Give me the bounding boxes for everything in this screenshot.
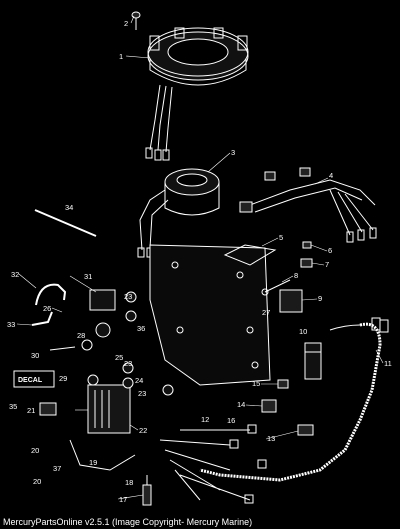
callout-22: 22 bbox=[139, 426, 147, 435]
stator-part bbox=[145, 27, 249, 161]
callout-11: 11 bbox=[384, 359, 392, 368]
callout-16: 16 bbox=[227, 416, 235, 425]
callout-30: 30 bbox=[31, 351, 39, 360]
plug-boot-part bbox=[31, 311, 53, 326]
sleeve-part bbox=[304, 342, 322, 380]
stud-part bbox=[261, 279, 291, 296]
callout-37: 37 bbox=[53, 464, 61, 473]
callout-12: 12 bbox=[201, 415, 209, 424]
grommets-part bbox=[87, 291, 174, 396]
callout-34: 34 bbox=[65, 203, 73, 212]
callout-36: 36 bbox=[137, 324, 145, 333]
terminal-block-part bbox=[261, 399, 277, 413]
tie-strap-part bbox=[34, 209, 97, 237]
lower-wires-part bbox=[159, 424, 267, 504]
callout-14: 14 bbox=[237, 400, 245, 409]
mounting-plate-part bbox=[149, 244, 277, 386]
callout-33: 33 bbox=[7, 320, 15, 329]
callout-23b: 23 bbox=[124, 359, 132, 368]
decal-part: DECAL bbox=[13, 370, 55, 388]
nut-part bbox=[302, 241, 312, 249]
rectifier-part bbox=[279, 289, 303, 313]
callout-27: 27 bbox=[262, 308, 270, 317]
bushing-part bbox=[300, 258, 313, 268]
callout-25: 25 bbox=[115, 353, 123, 362]
callout-labels: 1 2 3 4 5 6 7 8 9 10 11 12 13 14 15 16 1… bbox=[7, 19, 392, 504]
callout-24: 24 bbox=[135, 376, 143, 385]
callout-20b: 20 bbox=[33, 477, 41, 486]
callout-10: 10 bbox=[299, 327, 307, 336]
callout-4: 4 bbox=[329, 171, 333, 180]
callout-23c: 23 bbox=[138, 389, 146, 398]
harness-part bbox=[239, 167, 377, 243]
switch-box-part bbox=[87, 384, 131, 434]
callout-32: 32 bbox=[11, 270, 19, 279]
callout-28: 28 bbox=[77, 331, 85, 340]
connector-part bbox=[297, 424, 314, 436]
callout-5: 5 bbox=[279, 233, 283, 242]
leader-lines bbox=[16, 15, 384, 500]
callout-19: 19 bbox=[89, 458, 97, 467]
callout-21: 21 bbox=[27, 406, 35, 415]
parts-diagram: DECAL 1 2 3 4 5 6 7 8 9 10 11 12 13 14 1… bbox=[7, 11, 392, 506]
callout-20a: 20 bbox=[31, 446, 39, 455]
callout-13: 13 bbox=[267, 434, 275, 443]
callout-9: 9 bbox=[318, 294, 322, 303]
callout-18: 18 bbox=[125, 478, 133, 487]
main-harness-part bbox=[199, 317, 389, 482]
callout-6: 6 bbox=[328, 246, 332, 255]
coil-bracket-part bbox=[49, 289, 116, 351]
decal-label: DECAL bbox=[18, 377, 43, 384]
bracket-part bbox=[39, 402, 57, 416]
callout-15: 15 bbox=[252, 379, 260, 388]
callout-3: 3 bbox=[231, 148, 235, 157]
callout-26: 26 bbox=[43, 304, 51, 313]
spark-plug-lead-part bbox=[35, 283, 67, 306]
callout-7: 7 bbox=[325, 260, 329, 269]
callout-23a: 23 bbox=[124, 292, 132, 301]
callout-1: 1 bbox=[119, 52, 123, 61]
callout-2: 2 bbox=[124, 19, 128, 28]
ground-lead-part bbox=[69, 439, 136, 471]
cap-part bbox=[277, 379, 289, 389]
callout-31: 31 bbox=[84, 272, 92, 281]
callout-8: 8 bbox=[294, 271, 298, 280]
callout-35: 35 bbox=[9, 402, 17, 411]
callout-17: 17 bbox=[119, 495, 127, 504]
callout-29: 29 bbox=[59, 374, 67, 383]
copyright-footer: MercuryPartsOnline v2.5.1 (Image Copyrig… bbox=[0, 516, 400, 529]
